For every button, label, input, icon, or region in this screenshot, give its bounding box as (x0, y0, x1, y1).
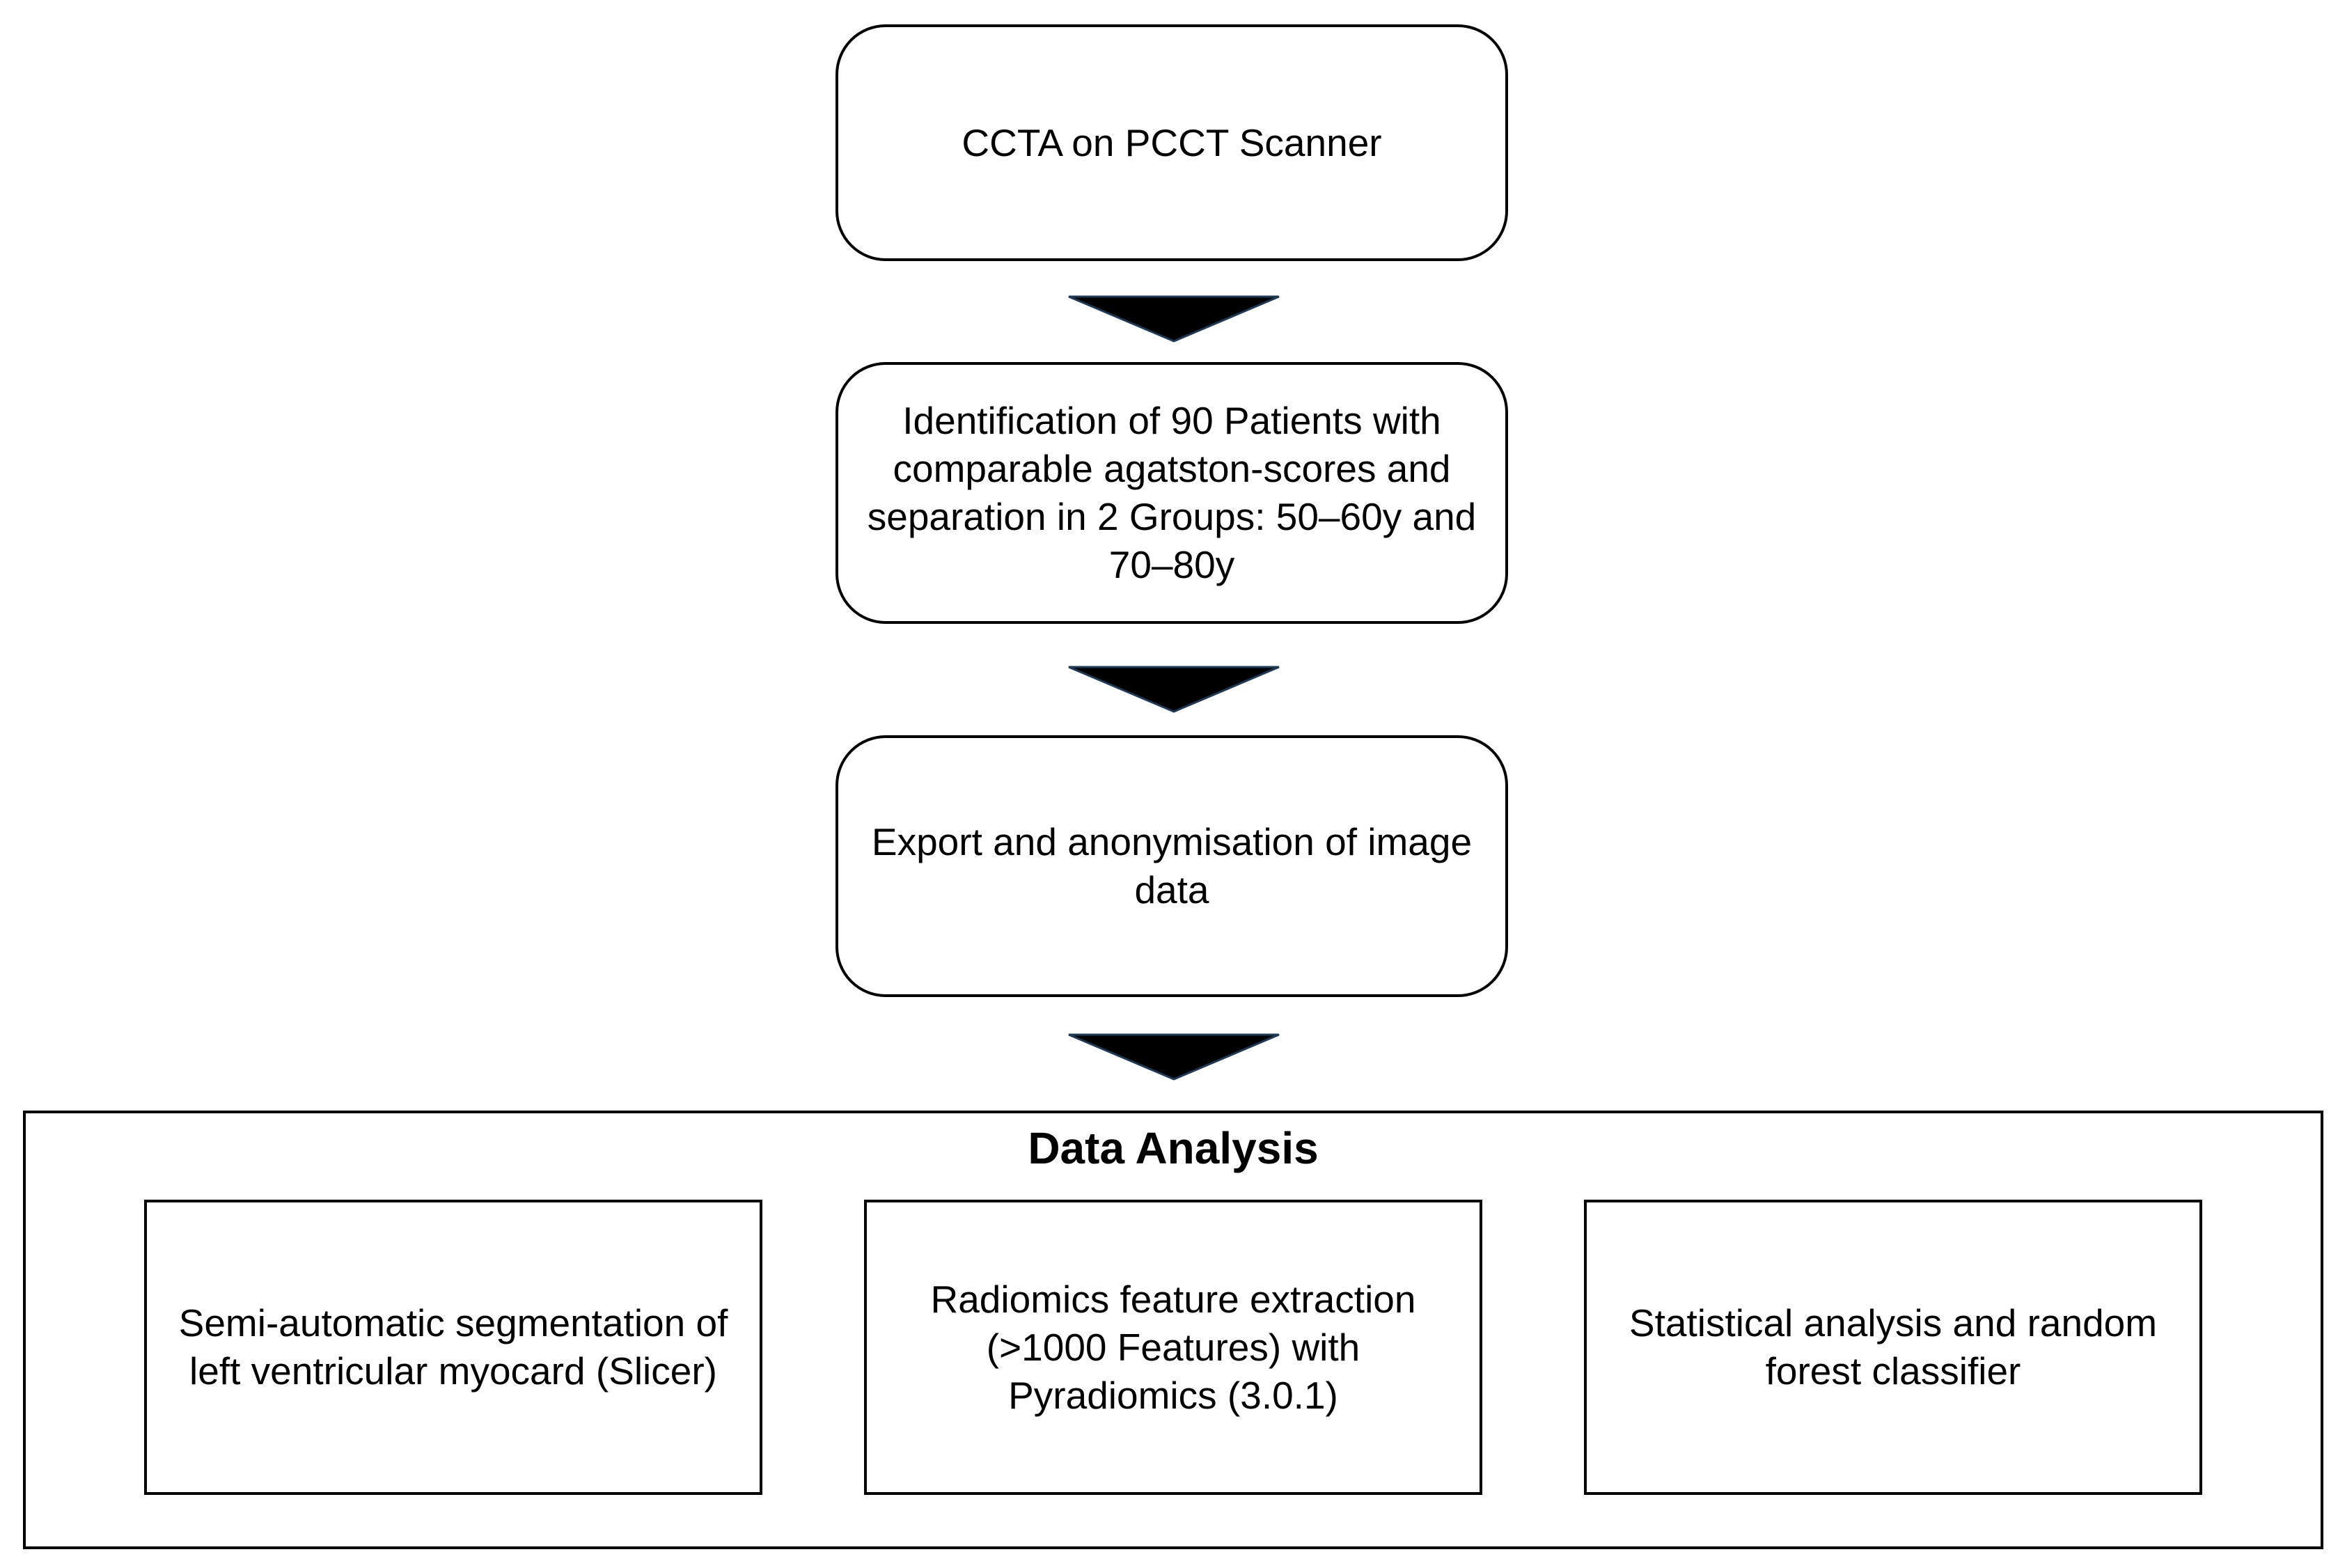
step-label-export-anonymisation: Export and anonymisation of image data (871, 820, 1473, 911)
down-arrow-icon (1068, 295, 1280, 343)
data-analysis-panel: Data Analysis Semi-automatic segmentatio… (23, 1111, 2323, 1549)
analysis-box-radiomics: Radiomics feature extraction (>1000 Feat… (864, 1200, 1482, 1495)
step-box-patient-identification: Identification of 90 Patients with compa… (835, 362, 1508, 624)
analysis-label-segmentation: Semi-automatic segmentation of left vent… (178, 1301, 728, 1393)
data-analysis-title: Data Analysis (1028, 1123, 1319, 1173)
step-label-ccta: CCTA on PCCT Scanner (962, 120, 1382, 164)
step-box-export-anonymisation: Export and anonymisation of image data (835, 735, 1508, 997)
analysis-label-statistics: Statistical analysis and random forest c… (1629, 1301, 2158, 1393)
analysis-box-segmentation: Semi-automatic segmentation of left vent… (144, 1200, 762, 1495)
down-arrow-icon (1068, 666, 1280, 713)
step-box-ccta: CCTA on PCCT Scanner (835, 24, 1508, 261)
analysis-box-statistics: Statistical analysis and random forest c… (1584, 1200, 2202, 1495)
analysis-label-radiomics: Radiomics feature extraction (>1000 Feat… (930, 1277, 1416, 1417)
step-label-patient-identification: Identification of 90 Patients with compa… (867, 399, 1477, 586)
down-arrow-icon (1068, 1033, 1280, 1081)
